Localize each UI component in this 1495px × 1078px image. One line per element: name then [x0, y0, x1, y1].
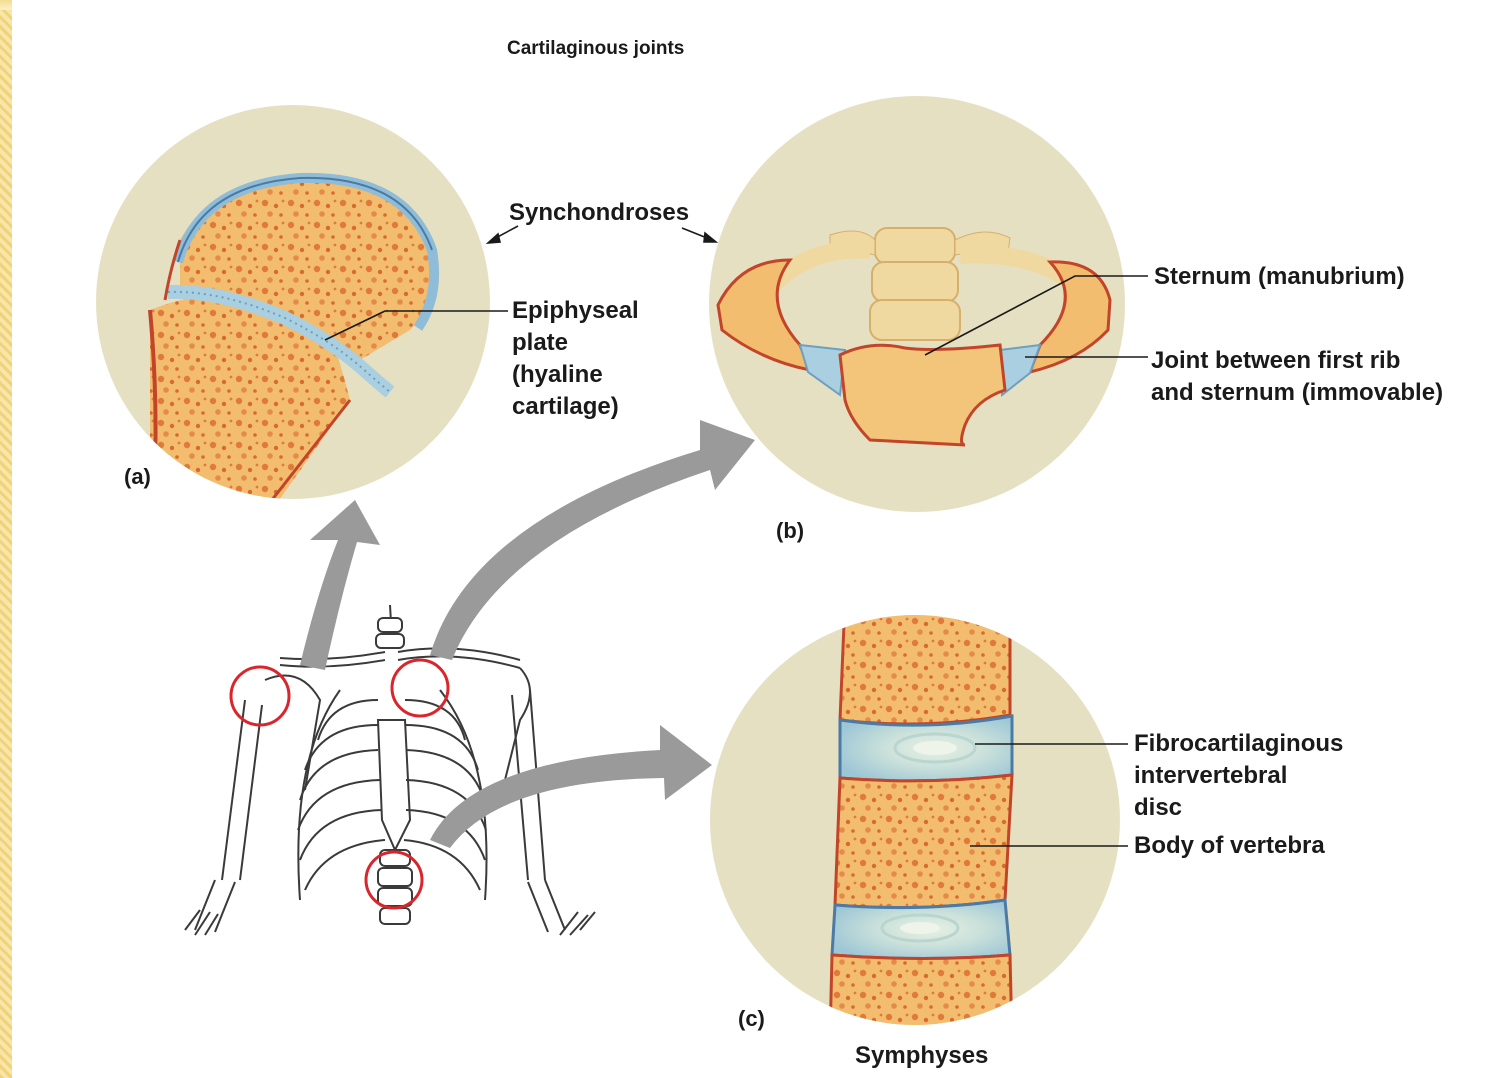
first-rib-joint-callout: Joint between first rib and sternum (imm… [1151, 345, 1443, 409]
arrow-to-panel-a [300, 500, 380, 670]
disc-callout-line-2: intervertebral [1134, 760, 1343, 792]
disc-callout-line-3: disc [1134, 792, 1343, 824]
disc-callout-line-1: Fibrocartilaginous [1134, 728, 1343, 760]
epiphyseal-callout-line-4: cartilage) [512, 391, 639, 423]
panel-c-label: (c) [738, 1006, 765, 1032]
highlight-ring-sternum [392, 660, 448, 716]
panel-a-illustration [96, 105, 490, 520]
intervertebral-disc-callout: Fibrocartilaginous intervertebral disc [1134, 728, 1343, 824]
diagram-title: Cartilaginous joints [507, 38, 684, 60]
epiphyseal-callout-line-3: (hyaline [512, 359, 639, 391]
panel-a-label: (a) [124, 464, 151, 490]
panel-c-illustration [710, 600, 1120, 1040]
arrow-to-panel-b [430, 420, 755, 660]
epiphyseal-callout-line-1: Epiphyseal [512, 295, 639, 327]
first-rib-callout-line-1: Joint between first rib [1151, 345, 1443, 377]
pointer-arrows [300, 420, 755, 848]
panel-b-label: (b) [776, 518, 804, 544]
first-rib-callout-line-2: and sternum (immovable) [1151, 377, 1443, 409]
sternum-callout: Sternum (manubrium) [1154, 261, 1405, 293]
panel-b-illustration [709, 96, 1125, 512]
arrow-to-panel-c [430, 725, 712, 848]
synchondroses-label: Synchondroses [509, 197, 689, 229]
epiphyseal-callout-line-2: plate [512, 327, 639, 359]
epiphyseal-plate-callout: Epiphyseal plate (hyaline cartilage) [512, 295, 639, 423]
symphyses-label: Symphyses [855, 1040, 988, 1072]
vertebral-body-callout: Body of vertebra [1134, 830, 1325, 862]
